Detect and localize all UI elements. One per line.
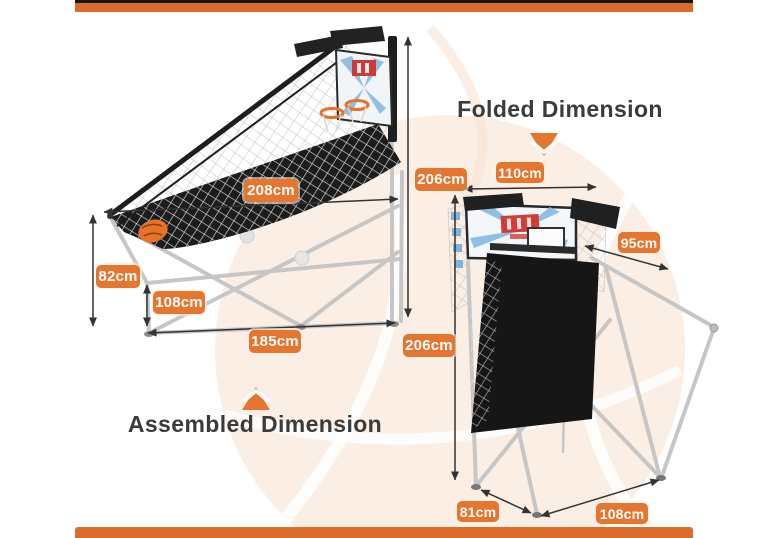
dim-badge-assembled-base-depth: 108cm <box>153 291 205 314</box>
dim-badge-folded-base-depth: 81cm <box>457 501 499 522</box>
folded-dimension-title: Folded Dimension <box>457 96 663 122</box>
folded-product-illustration <box>447 183 719 518</box>
dim-badge-folded-base-width: 108cm <box>596 503 648 524</box>
dim-badge-folded-top-width: 110cm <box>496 162 544 183</box>
assembled-dimension-arrows <box>89 36 412 337</box>
dim-badge-assembled-base-length: 185cm <box>249 330 301 353</box>
dim-badge-folded-top-depth: 95cm <box>618 232 660 253</box>
bottom-accent-bar <box>75 527 693 538</box>
folded-dimension-arrows <box>451 183 669 518</box>
dim-badge-assembled-height: 206cm <box>415 168 467 191</box>
up-chevron-icon <box>242 387 270 410</box>
dim-badge-assembled-front-height: 82cm <box>96 265 140 288</box>
dim-badge-folded-height: 206cm <box>403 334 455 357</box>
top-accent-bar <box>75 0 693 12</box>
dim-badge-assembled-slope-length: 208cm <box>244 179 298 202</box>
assembled-dimension-title: Assembled Dimension <box>127 411 383 437</box>
down-chevron-icon <box>530 133 558 156</box>
